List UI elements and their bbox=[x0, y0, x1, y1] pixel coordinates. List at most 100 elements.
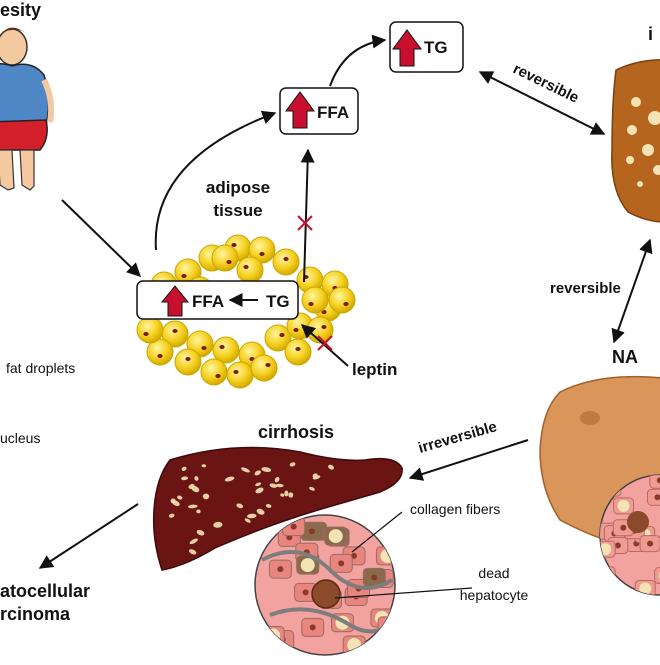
arrow-nash-to-cirrhosis bbox=[408, 439, 529, 481]
fat-droplet bbox=[213, 521, 223, 528]
fat-droplet bbox=[648, 111, 660, 125]
fat-cell bbox=[226, 361, 254, 389]
inhibit-x-mark-leptin bbox=[317, 335, 333, 351]
fat-cell bbox=[284, 338, 312, 366]
cirrhosis-tissue-magnifier bbox=[254, 514, 396, 656]
fat-droplet bbox=[274, 476, 280, 483]
adipose-ffa-tg-box: FFA TG bbox=[136, 280, 299, 320]
fat-cell bbox=[236, 256, 264, 284]
fat-droplet bbox=[255, 482, 262, 487]
cirrhosis-label: cirrhosis bbox=[258, 422, 334, 442]
fat-droplet bbox=[289, 462, 296, 467]
dead-label-line2: hepatocyte bbox=[460, 587, 529, 603]
fat-droplet bbox=[224, 476, 235, 482]
fat-droplet bbox=[189, 538, 198, 545]
steatosis-liver bbox=[611, 59, 660, 223]
dead-label-line1: dead bbox=[478, 565, 509, 581]
adipose-tg-label: TG bbox=[266, 292, 290, 311]
arrow-tg-liver-reversible bbox=[478, 71, 606, 135]
nucleus-label: ucleus bbox=[0, 430, 40, 446]
adipose-label-line1: adipose bbox=[206, 178, 270, 197]
fat-droplet bbox=[247, 513, 257, 519]
inhibit-x-mark-vertical bbox=[297, 215, 313, 231]
fat-cell bbox=[301, 286, 329, 314]
fat-droplet bbox=[261, 467, 272, 472]
fat-droplet bbox=[328, 464, 334, 470]
fat-cell bbox=[272, 248, 300, 276]
hcc-label-line2: rcinoma bbox=[0, 604, 71, 624]
fat-droplet bbox=[637, 181, 643, 187]
fat-droplet bbox=[631, 97, 641, 107]
fat-droplet bbox=[191, 485, 200, 493]
obesity-label: esity bbox=[0, 0, 41, 20]
fat-droplet bbox=[642, 144, 654, 156]
fat-droplet bbox=[275, 483, 284, 488]
fat-droplet bbox=[194, 476, 199, 481]
collagen-callout-line bbox=[351, 511, 403, 553]
fat-droplet bbox=[265, 504, 272, 508]
leptin-label: leptin bbox=[352, 360, 397, 379]
hcc-label-line1: atocellular bbox=[0, 581, 90, 601]
fat-droplet bbox=[181, 476, 189, 481]
tg-box: TG bbox=[389, 21, 464, 73]
fat-droplet bbox=[256, 508, 265, 515]
fat-droplet bbox=[280, 493, 285, 497]
irreversible-label: irreversible bbox=[416, 418, 498, 457]
fat-droplet bbox=[255, 487, 264, 494]
obese-person-figure bbox=[0, 27, 55, 191]
fat-droplet bbox=[244, 518, 251, 523]
fat-droplet bbox=[312, 475, 321, 480]
nash-label: NA bbox=[612, 347, 638, 367]
fat-droplet bbox=[627, 125, 637, 135]
fat-cell bbox=[328, 286, 356, 314]
fat-droplet bbox=[201, 464, 207, 468]
fat-droplet bbox=[177, 495, 183, 500]
fat-droplet bbox=[269, 483, 277, 488]
steatosis-label: i bbox=[648, 24, 653, 44]
fat-droplet bbox=[181, 466, 187, 471]
fat-droplet bbox=[202, 493, 210, 500]
arrow-tg-release-to-ffa bbox=[300, 148, 315, 283]
fat-droplet bbox=[284, 490, 289, 497]
fat-droplet bbox=[309, 486, 315, 491]
adipose-ffa-label: FFA bbox=[192, 292, 224, 311]
arrow-ffa-to-tg bbox=[329, 34, 387, 87]
fat-droplet bbox=[188, 549, 197, 555]
arrow-cirrhosis-to-hcc bbox=[38, 503, 139, 569]
up-arrow-icon bbox=[392, 29, 422, 67]
fat-droplet bbox=[241, 467, 250, 473]
up-arrow-icon bbox=[285, 91, 315, 129]
ffa-label: FFA bbox=[317, 103, 349, 122]
tg-label: TG bbox=[424, 38, 448, 57]
reversible-top-label: reversible bbox=[510, 60, 581, 106]
fat-cell bbox=[136, 316, 164, 344]
fat-droplet bbox=[196, 529, 205, 536]
arrow-adipose-to-ffa bbox=[154, 110, 277, 251]
up-arrow-icon bbox=[160, 285, 190, 317]
fat-cell bbox=[146, 338, 174, 366]
adipose-label-line2: tissue bbox=[213, 201, 262, 220]
arrow-obesity-to-adipose bbox=[61, 199, 142, 277]
fat-droplet bbox=[653, 165, 660, 175]
fat-cell bbox=[250, 354, 278, 382]
fat-droplet bbox=[236, 503, 244, 509]
ffa-box: FFA bbox=[279, 87, 359, 135]
reversible-right-label: reversible bbox=[550, 280, 621, 297]
dead-hepatocyte-callout-line bbox=[334, 587, 473, 599]
fat-droplet bbox=[288, 492, 294, 498]
fat-cell bbox=[174, 348, 202, 376]
cirrhosis-liver bbox=[152, 446, 403, 571]
fat-cell bbox=[200, 358, 228, 386]
fat-droplet bbox=[187, 504, 198, 509]
fat-droplet bbox=[168, 513, 175, 518]
fat-cell bbox=[248, 236, 276, 264]
fat-droplets-label: fat droplets bbox=[6, 360, 75, 376]
fat-cell bbox=[211, 244, 239, 272]
fat-cell bbox=[212, 336, 240, 364]
fat-cell bbox=[264, 324, 292, 352]
fat-droplet bbox=[626, 156, 634, 164]
fat-droplet bbox=[170, 498, 176, 504]
arrow-leptin bbox=[300, 324, 349, 367]
